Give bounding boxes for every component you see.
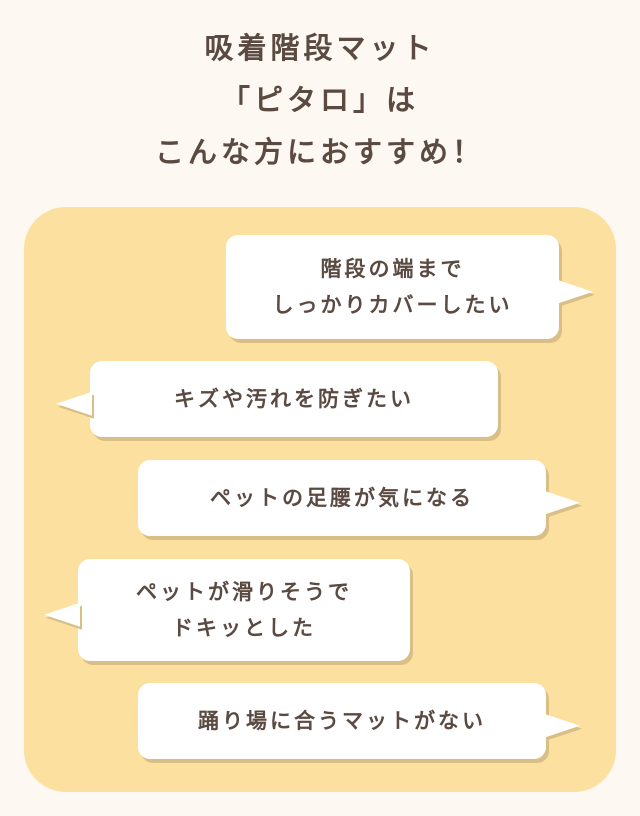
- bubble-tail: [44, 602, 80, 627]
- bubble-text-line: ドキッとした: [172, 616, 316, 640]
- heading-line-3: こんな方におすすめ！: [154, 135, 485, 169]
- speech-bubble-pet-slipping: ペットが滑りそうで ドキッとした: [44, 559, 410, 661]
- bubble-text-line: キズや汚れを防ぎたい: [174, 387, 414, 411]
- bubble-tail: [544, 490, 580, 515]
- bubble-tail: [56, 391, 92, 416]
- recommendation-panel: 階段の端まで しっかりカバーしたい キズや汚れを防ぎたい ペットの足腰が気になる…: [24, 207, 616, 792]
- heading-line-2: 「ピタロ」は: [220, 83, 419, 117]
- speech-bubble-pet-joints: ペットの足腰が気になる: [138, 460, 580, 536]
- speech-bubble-scratches: キズや汚れを防ぎたい: [56, 361, 498, 437]
- bubble-text-line: しっかりカバーしたい: [272, 293, 513, 317]
- page-heading: 吸着階段マット 「ピタロ」は こんな方におすすめ！: [0, 22, 640, 178]
- bubble-text-line: ペットの足腰が気になる: [210, 486, 474, 510]
- bubble-tail: [557, 279, 593, 304]
- bubble-text-line: 踊り場に合うマットがない: [198, 709, 486, 733]
- speech-bubble-stairs-edge: 階段の端まで しっかりカバーしたい: [226, 235, 593, 339]
- heading-line-1: 吸着階段マット: [204, 31, 436, 65]
- speech-bubble-landing-mat: 踊り場に合うマットがない: [138, 683, 580, 759]
- bubble-text-line: ペットが滑りそうで: [136, 580, 352, 604]
- bubble-tail: [544, 713, 580, 738]
- bubble-text-line: 階段の端まで: [320, 257, 465, 281]
